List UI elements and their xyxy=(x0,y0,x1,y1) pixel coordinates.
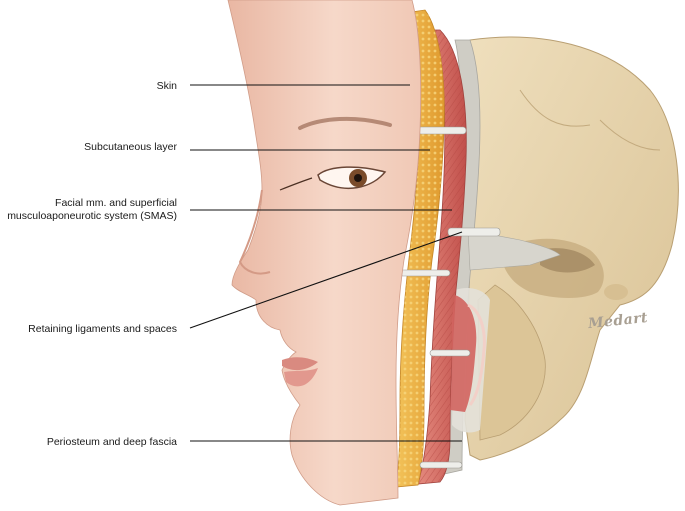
upper-lip xyxy=(282,357,318,371)
mandible xyxy=(477,284,546,441)
label-smas-line2: musculoaponeurotic system (SMAS) xyxy=(7,210,177,222)
leader-lines xyxy=(189,84,463,442)
label-skin: Skin xyxy=(156,80,177,92)
eyebrow xyxy=(298,116,392,130)
label-smas: Facial mm. and superficial musculoaponeu… xyxy=(7,197,177,223)
skull xyxy=(464,36,679,461)
face-skin xyxy=(227,0,422,506)
label-retaining-ligaments: Retaining ligaments and spaces xyxy=(28,323,177,335)
retaining-ligaments xyxy=(399,126,501,469)
label-smas-line1: Facial mm. and superficial xyxy=(55,197,177,209)
leader-retaining xyxy=(189,231,463,329)
label-subcutaneous-layer: Subcutaneous layer xyxy=(84,141,177,153)
label-periosteum: Periosteum and deep fascia xyxy=(46,436,177,448)
lower-lip xyxy=(284,368,318,387)
